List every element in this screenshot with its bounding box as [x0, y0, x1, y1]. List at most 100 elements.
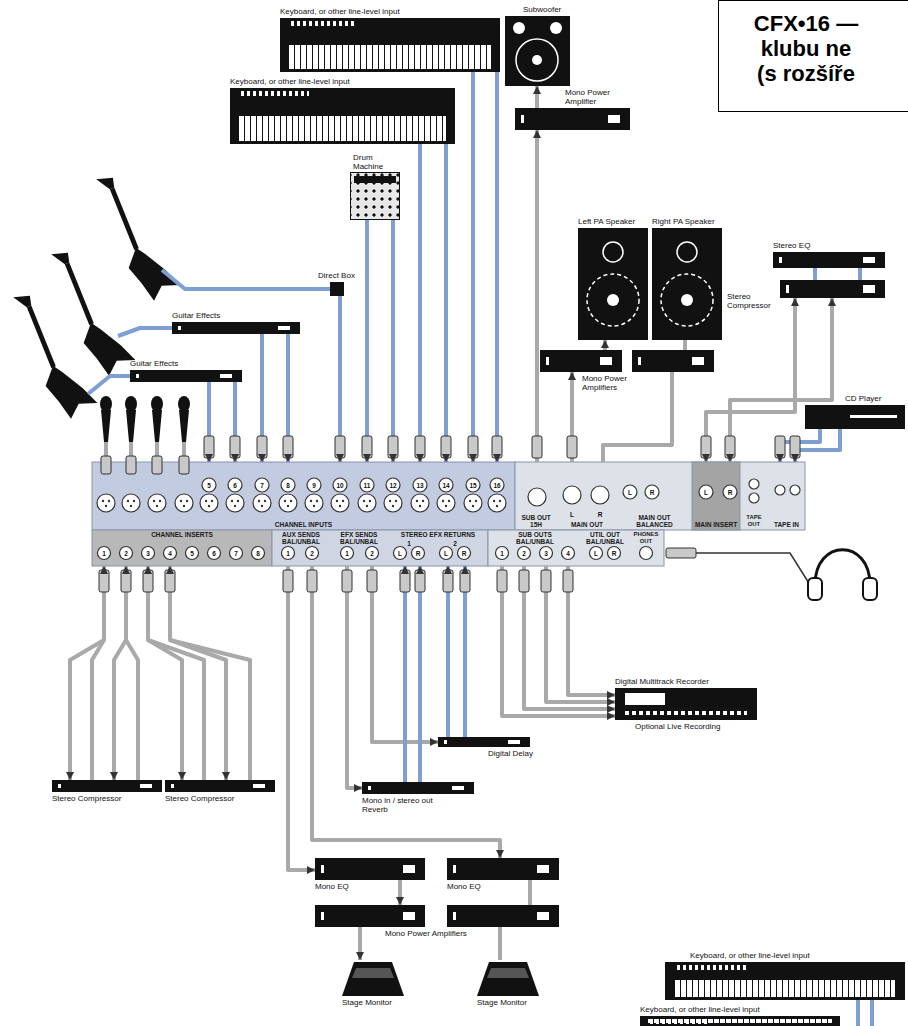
jack-sockets [528, 488, 546, 506]
mixer-panel [272, 530, 488, 566]
rack-unit [171, 784, 174, 789]
recorder-unit: Digital Multitrack RecorderOptional Live… [615, 688, 757, 720]
node-label: Subwoofer [523, 5, 561, 14]
jack-sockets [342, 500, 344, 502]
rack-unit [140, 784, 152, 789]
rack-unit [452, 786, 464, 791]
recorder-unit [625, 711, 747, 715]
jack-number: L [594, 550, 598, 557]
jack-sockets [445, 505, 447, 507]
cable-connector [541, 566, 615, 706]
cable-connector [519, 566, 615, 713]
cable-connector [415, 144, 425, 462]
jack-number: R [612, 550, 617, 557]
cable-connector [396, 880, 404, 905]
jack-sockets [264, 500, 266, 502]
jack-sockets [493, 500, 495, 502]
cable-connector [70, 566, 104, 780]
rack-unit [220, 374, 232, 379]
jack-sockets [252, 547, 265, 560]
jack-sockets [108, 500, 110, 502]
jack-number: 13 [416, 482, 423, 489]
cable-connector [533, 86, 541, 94]
cable-connector [418, 566, 422, 782]
jack-sockets [518, 547, 531, 560]
headphones-icon [808, 578, 822, 600]
jack-sockets [623, 485, 637, 499]
cable-connector [362, 220, 372, 462]
jack-sockets [200, 494, 218, 512]
jack-number: 9 [312, 482, 316, 489]
rack-unit [521, 115, 524, 124]
jack-sockets [442, 500, 444, 502]
mixer-section: SUB OUT15H [515, 462, 557, 530]
stage-monitor [352, 968, 394, 978]
pa-speaker [681, 294, 693, 306]
cable-connector [114, 566, 126, 780]
keyboard-unit [291, 21, 357, 26]
cable-connector [567, 372, 577, 462]
cable-connector [469, 454, 477, 462]
rack-unit [253, 784, 265, 789]
rack-unit [58, 784, 61, 789]
rack-unit [278, 326, 290, 331]
pa-speaker: Left PA Speaker [578, 228, 648, 340]
jack-sockets [164, 547, 177, 560]
jack-sockets [306, 547, 319, 560]
pa-speaker [652, 228, 722, 340]
jack-sockets [142, 547, 155, 560]
cable-connector [471, 72, 475, 462]
headphones-icon [696, 553, 812, 588]
recorder-unit [625, 693, 665, 705]
cable-connector [858, 268, 862, 280]
cable-connector [165, 566, 230, 780]
cable-connector [312, 566, 500, 858]
cable-connector [231, 454, 239, 462]
microphone-icon [151, 396, 163, 474]
jack-sockets [336, 500, 338, 502]
mixer-panel [92, 530, 272, 566]
node-label: EFX SENDS [341, 531, 378, 538]
cable-connector [496, 850, 504, 858]
keyboard-unit [239, 116, 446, 141]
jack-sockets [464, 494, 482, 512]
mixer-section: EFX SENDSBAL/UNBAL [330, 530, 388, 566]
cable-connector [283, 570, 293, 592]
microphone-icon [100, 396, 112, 474]
cable-connector [780, 429, 820, 462]
cable-connector [725, 298, 836, 462]
rack-unit [453, 865, 456, 874]
jack-sockets [563, 486, 581, 504]
rack-unit [403, 865, 415, 874]
cable-connector [860, 268, 861, 280]
cable-connector [493, 454, 501, 462]
cable-connector [568, 566, 615, 695]
jack-sockets [186, 500, 188, 502]
jack-sockets [341, 547, 354, 560]
cable-connector [791, 454, 799, 462]
node-label: Mono Power Amplifiers [582, 374, 652, 392]
cable-connector [775, 429, 820, 462]
rack-unit: Mono in / stereo out Reverb [362, 782, 474, 794]
jack-sockets [186, 547, 199, 560]
cable-connector [601, 340, 609, 350]
jack-sockets [205, 500, 207, 502]
jack-sockets [159, 500, 161, 502]
cable-connector [730, 298, 832, 462]
cable-connector [178, 772, 186, 780]
node-label: BAL/UNBAL [516, 538, 554, 545]
jack-sockets [363, 500, 365, 502]
jack-sockets [790, 485, 800, 495]
pa-speaker [677, 242, 697, 262]
rack-unit [779, 257, 782, 263]
cable-connector [495, 72, 499, 462]
rack-unit [321, 912, 324, 921]
amplifier-unit [447, 905, 559, 927]
jack-sockets [562, 547, 575, 560]
jack-sockets [237, 500, 239, 502]
cable-connector [828, 298, 836, 306]
jack-sockets [591, 486, 609, 504]
extra-wire [92, 640, 104, 780]
node-label: MAIN OUT [571, 521, 603, 528]
